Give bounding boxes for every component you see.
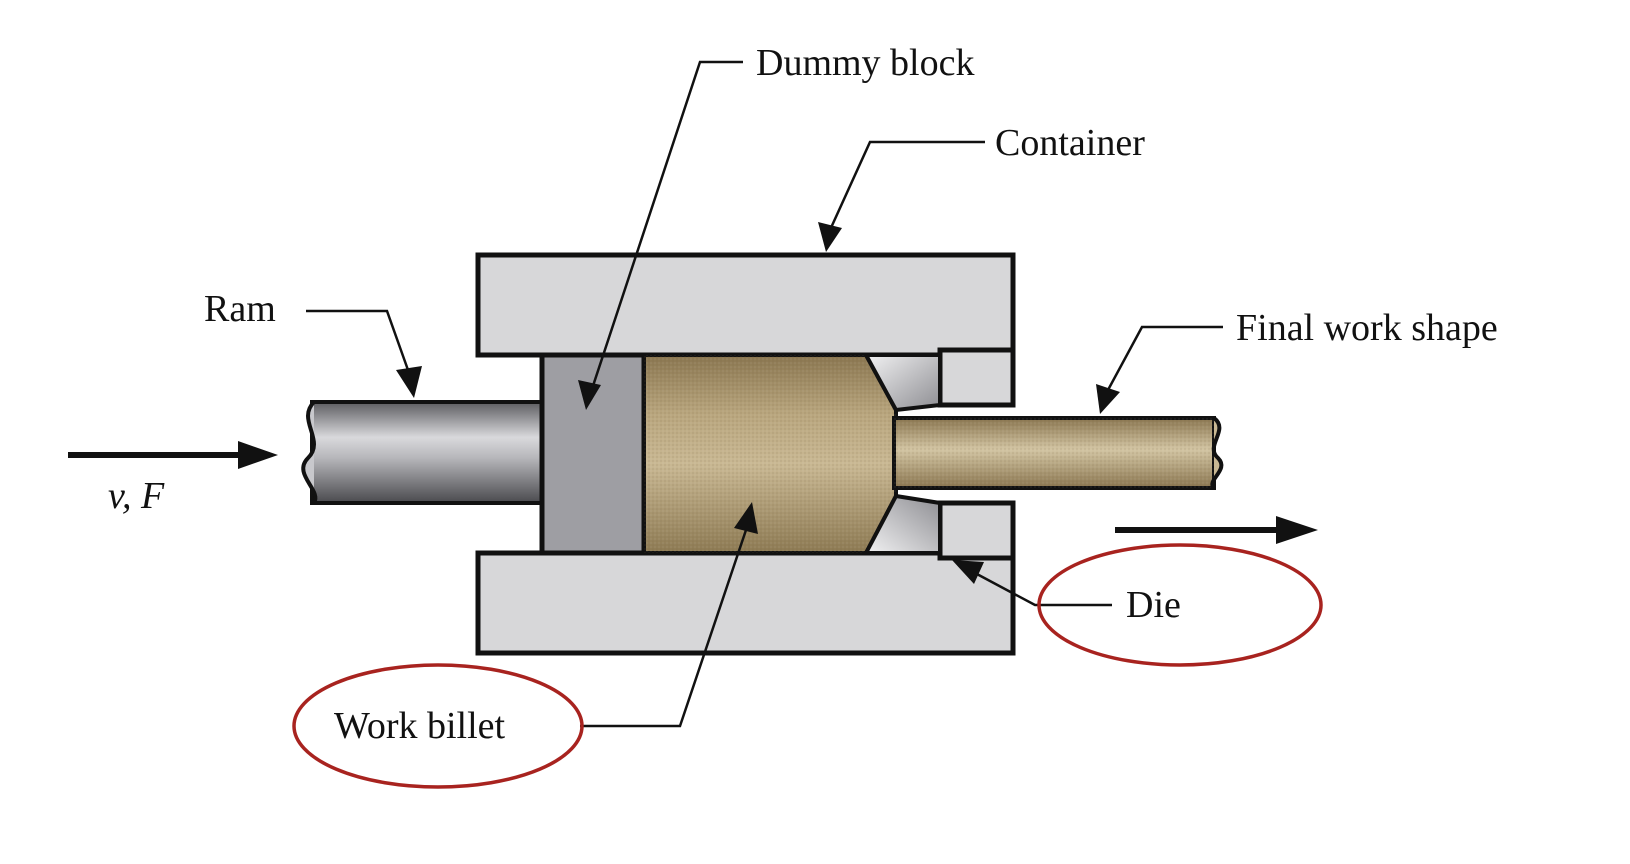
container-upper (475, 252, 1016, 358)
leader-work-billet (580, 502, 758, 728)
die-upper (862, 353, 942, 413)
die-highlight-ring (1037, 543, 1323, 667)
label-dummy-block: Dummy block (756, 42, 974, 84)
leader-die (952, 560, 1112, 607)
die (862, 353, 942, 555)
final-work-shape (892, 416, 1224, 490)
ram-broken-end (301, 400, 318, 505)
exit-motion-arrow (1115, 516, 1318, 544)
label-work-billet: Work billet (334, 705, 506, 747)
container-upper-shoulder (937, 347, 1016, 408)
label-die: Die (1126, 584, 1181, 626)
rod-broken-end (1210, 416, 1224, 490)
label-container: Container (995, 122, 1145, 164)
leader-dummy-block (578, 60, 743, 410)
leader-final-work-shape (1096, 325, 1223, 414)
work-billet (642, 353, 898, 555)
label-final-work-shape: Final work shape (1236, 307, 1498, 349)
billet-texture (644, 355, 896, 553)
container-lower-shoulder (937, 500, 1016, 561)
ram-motion-arrow (68, 441, 278, 469)
label-velocity-force: v, F (108, 475, 165, 517)
ram (301, 400, 546, 505)
extruded-rod-texture (894, 418, 1214, 488)
dummy-block (539, 352, 647, 556)
container (475, 252, 1016, 656)
ram-body (310, 400, 546, 505)
leader-ram (306, 309, 422, 398)
leader-container (818, 140, 985, 252)
die-lower (862, 493, 942, 555)
work-billet-highlight-ring (292, 663, 584, 789)
container-lower (475, 550, 1016, 656)
label-ram: Ram (204, 288, 276, 330)
